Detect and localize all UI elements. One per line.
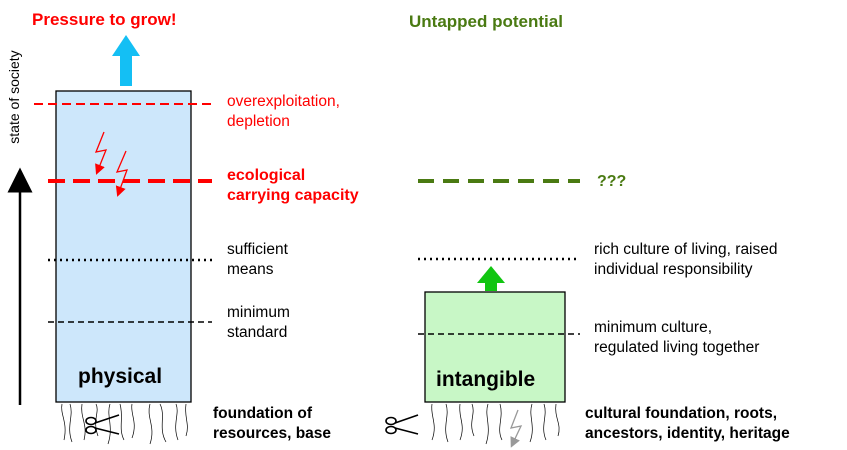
intangible-foundation-label: cultural foundation, roots, ancestors, i… bbox=[585, 405, 790, 442]
scissors-icon-right bbox=[385, 414, 419, 435]
y-axis-label: state of society bbox=[6, 50, 22, 144]
cultural-roots-icon bbox=[431, 403, 560, 445]
unknown-label: ??? bbox=[597, 173, 627, 190]
minimum-culture-label: minimum culture, regulated living togeth… bbox=[594, 319, 760, 356]
roots-icon bbox=[61, 403, 188, 445]
rich-culture-label: rich culture of living, raised individua… bbox=[594, 241, 778, 278]
physical-foundation-label: foundation of resources, base bbox=[213, 405, 332, 442]
green-arrow-icon bbox=[477, 266, 505, 291]
sufficient-label: sufficient means bbox=[227, 241, 288, 278]
overexploitation-label: overexploitation, depletion bbox=[227, 93, 340, 130]
physical-box-label: physical bbox=[78, 365, 163, 388]
physical-box bbox=[55, 90, 192, 403]
lightning-icon bbox=[94, 131, 129, 197]
carrying-capacity-label: ecological carrying capacity bbox=[227, 167, 359, 204]
gray-lightning-icon bbox=[509, 409, 523, 448]
intangible-box bbox=[424, 291, 566, 403]
scissors-icon bbox=[85, 414, 120, 435]
minimum-standard-label: minimum standard bbox=[227, 304, 290, 341]
intangible-box-label: intangible bbox=[436, 368, 536, 391]
growth-arrow-icon bbox=[112, 35, 140, 86]
title-left: Pressure to grow! bbox=[32, 10, 177, 29]
title-right: Untapped potential bbox=[409, 12, 563, 31]
